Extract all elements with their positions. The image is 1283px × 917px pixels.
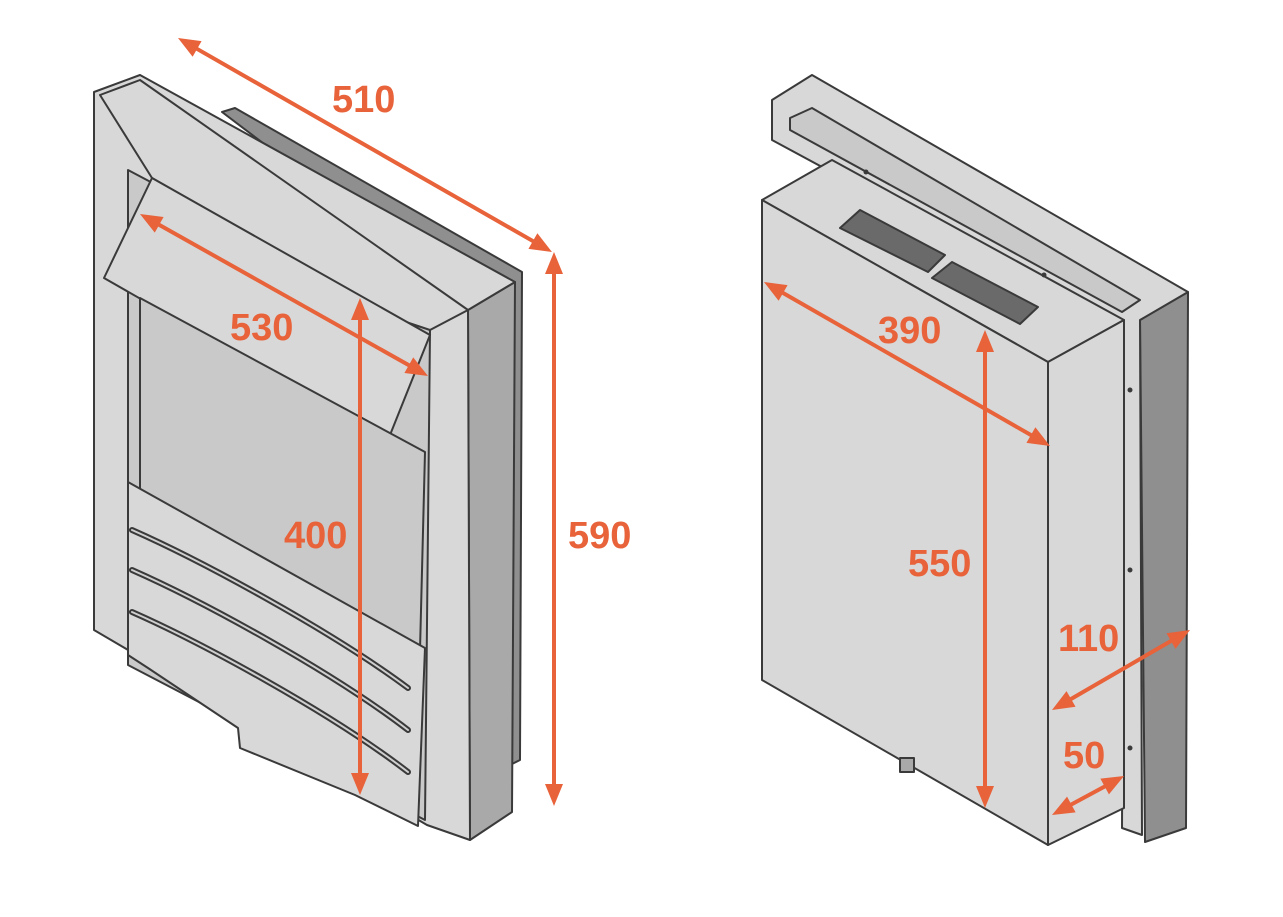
rear-frame-side xyxy=(1139,291,1189,843)
label-opening-height: 400 xyxy=(284,515,347,557)
dimension-line-body-width xyxy=(778,289,1036,439)
label-opening-width: 530 xyxy=(230,307,293,349)
arrowhead-overall-depth-end xyxy=(1166,630,1190,649)
arrowhead-frame-depth-end xyxy=(1100,776,1124,795)
frame-side xyxy=(467,281,516,841)
screw-dot xyxy=(863,169,869,175)
arrowhead-front-width-start xyxy=(178,38,202,57)
arrowhead-body-height-end xyxy=(976,786,994,808)
label-frame-depth: 50 xyxy=(1063,735,1105,777)
dimension-line-overall-depth xyxy=(1066,637,1176,703)
screw-dot xyxy=(1127,567,1133,573)
label-body-height: 550 xyxy=(908,543,971,585)
arrowhead-body-width-start xyxy=(764,282,788,301)
arrowhead-opening-height-start xyxy=(351,298,369,320)
fret-front xyxy=(127,481,426,827)
label-overall-height: 590 xyxy=(568,515,631,557)
label-body-width: 390 xyxy=(878,310,941,352)
rear-frame-inner xyxy=(789,107,1141,313)
body-foot xyxy=(899,757,915,773)
fire-front-view xyxy=(93,74,523,841)
label-overall-depth: 110 xyxy=(1058,618,1119,660)
arrowhead-overall-depth-start xyxy=(1052,691,1076,710)
screw-dot xyxy=(1127,745,1133,751)
arrowhead-opening-width-start xyxy=(140,214,164,233)
screw-dot xyxy=(1041,272,1047,278)
arrowhead-opening-width-end xyxy=(404,357,428,376)
arrowhead-opening-height-end xyxy=(351,773,369,795)
dimension-line-front-width xyxy=(192,45,538,245)
body-back xyxy=(761,199,1049,846)
dimension-line-opening-width xyxy=(154,221,414,369)
dimension-line-frame-depth xyxy=(1066,782,1110,809)
arrowhead-overall-height-end xyxy=(545,784,563,806)
arrowhead-body-height-start xyxy=(976,330,994,352)
arrowhead-frame-depth-start xyxy=(1052,796,1076,815)
arrowhead-front-width-end xyxy=(528,233,552,252)
screw-dot xyxy=(1127,387,1133,393)
label-front-width: 510 xyxy=(332,79,395,121)
arrowhead-overall-height-start xyxy=(545,252,563,274)
vent-right xyxy=(931,261,1039,325)
dimension-arrows xyxy=(140,38,1190,815)
fire-rear-view xyxy=(761,74,1189,846)
vent-left xyxy=(839,209,946,273)
arrowhead-body-width-end xyxy=(1026,427,1050,446)
